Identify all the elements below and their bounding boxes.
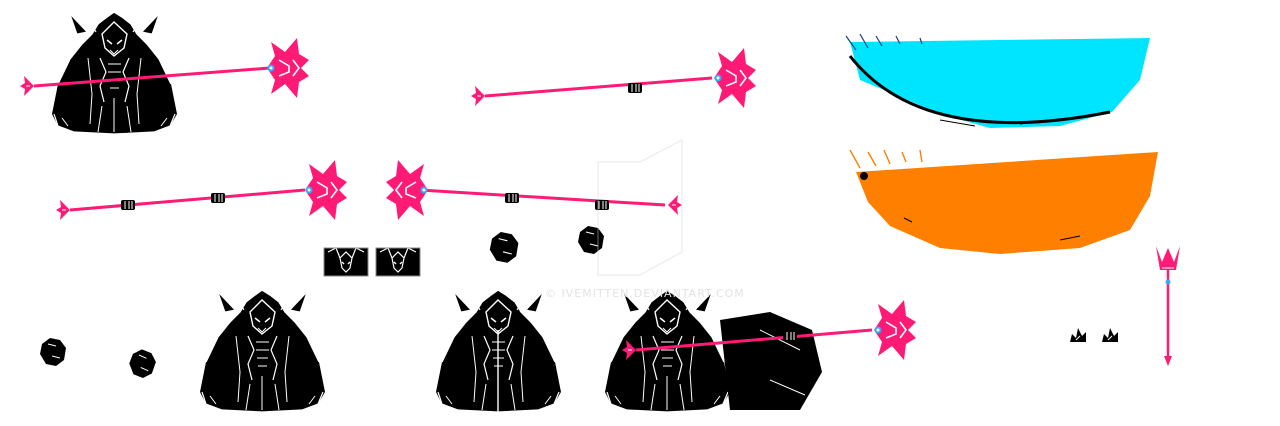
boss-with-trident-icon	[19, 11, 310, 135]
fire-icon	[1069, 327, 1119, 343]
trident-reversed-icon	[385, 159, 683, 221]
watermark-logo-icon	[597, 138, 683, 276]
trident-held-icon	[470, 47, 757, 109]
boss-attack-icon	[604, 289, 917, 413]
slash-cyan-icon	[845, 33, 1150, 128]
boss-closed-cape-icon	[435, 289, 562, 413]
watermark: © IVEMITTEN.DEVIANTART.COM	[545, 287, 745, 300]
trident-vertical-icon	[1156, 246, 1180, 366]
boss-icon	[199, 289, 326, 413]
trident-two-hands-icon	[55, 159, 348, 221]
boss-head-icon	[323, 247, 421, 277]
slash-orange-icon	[849, 149, 1158, 254]
